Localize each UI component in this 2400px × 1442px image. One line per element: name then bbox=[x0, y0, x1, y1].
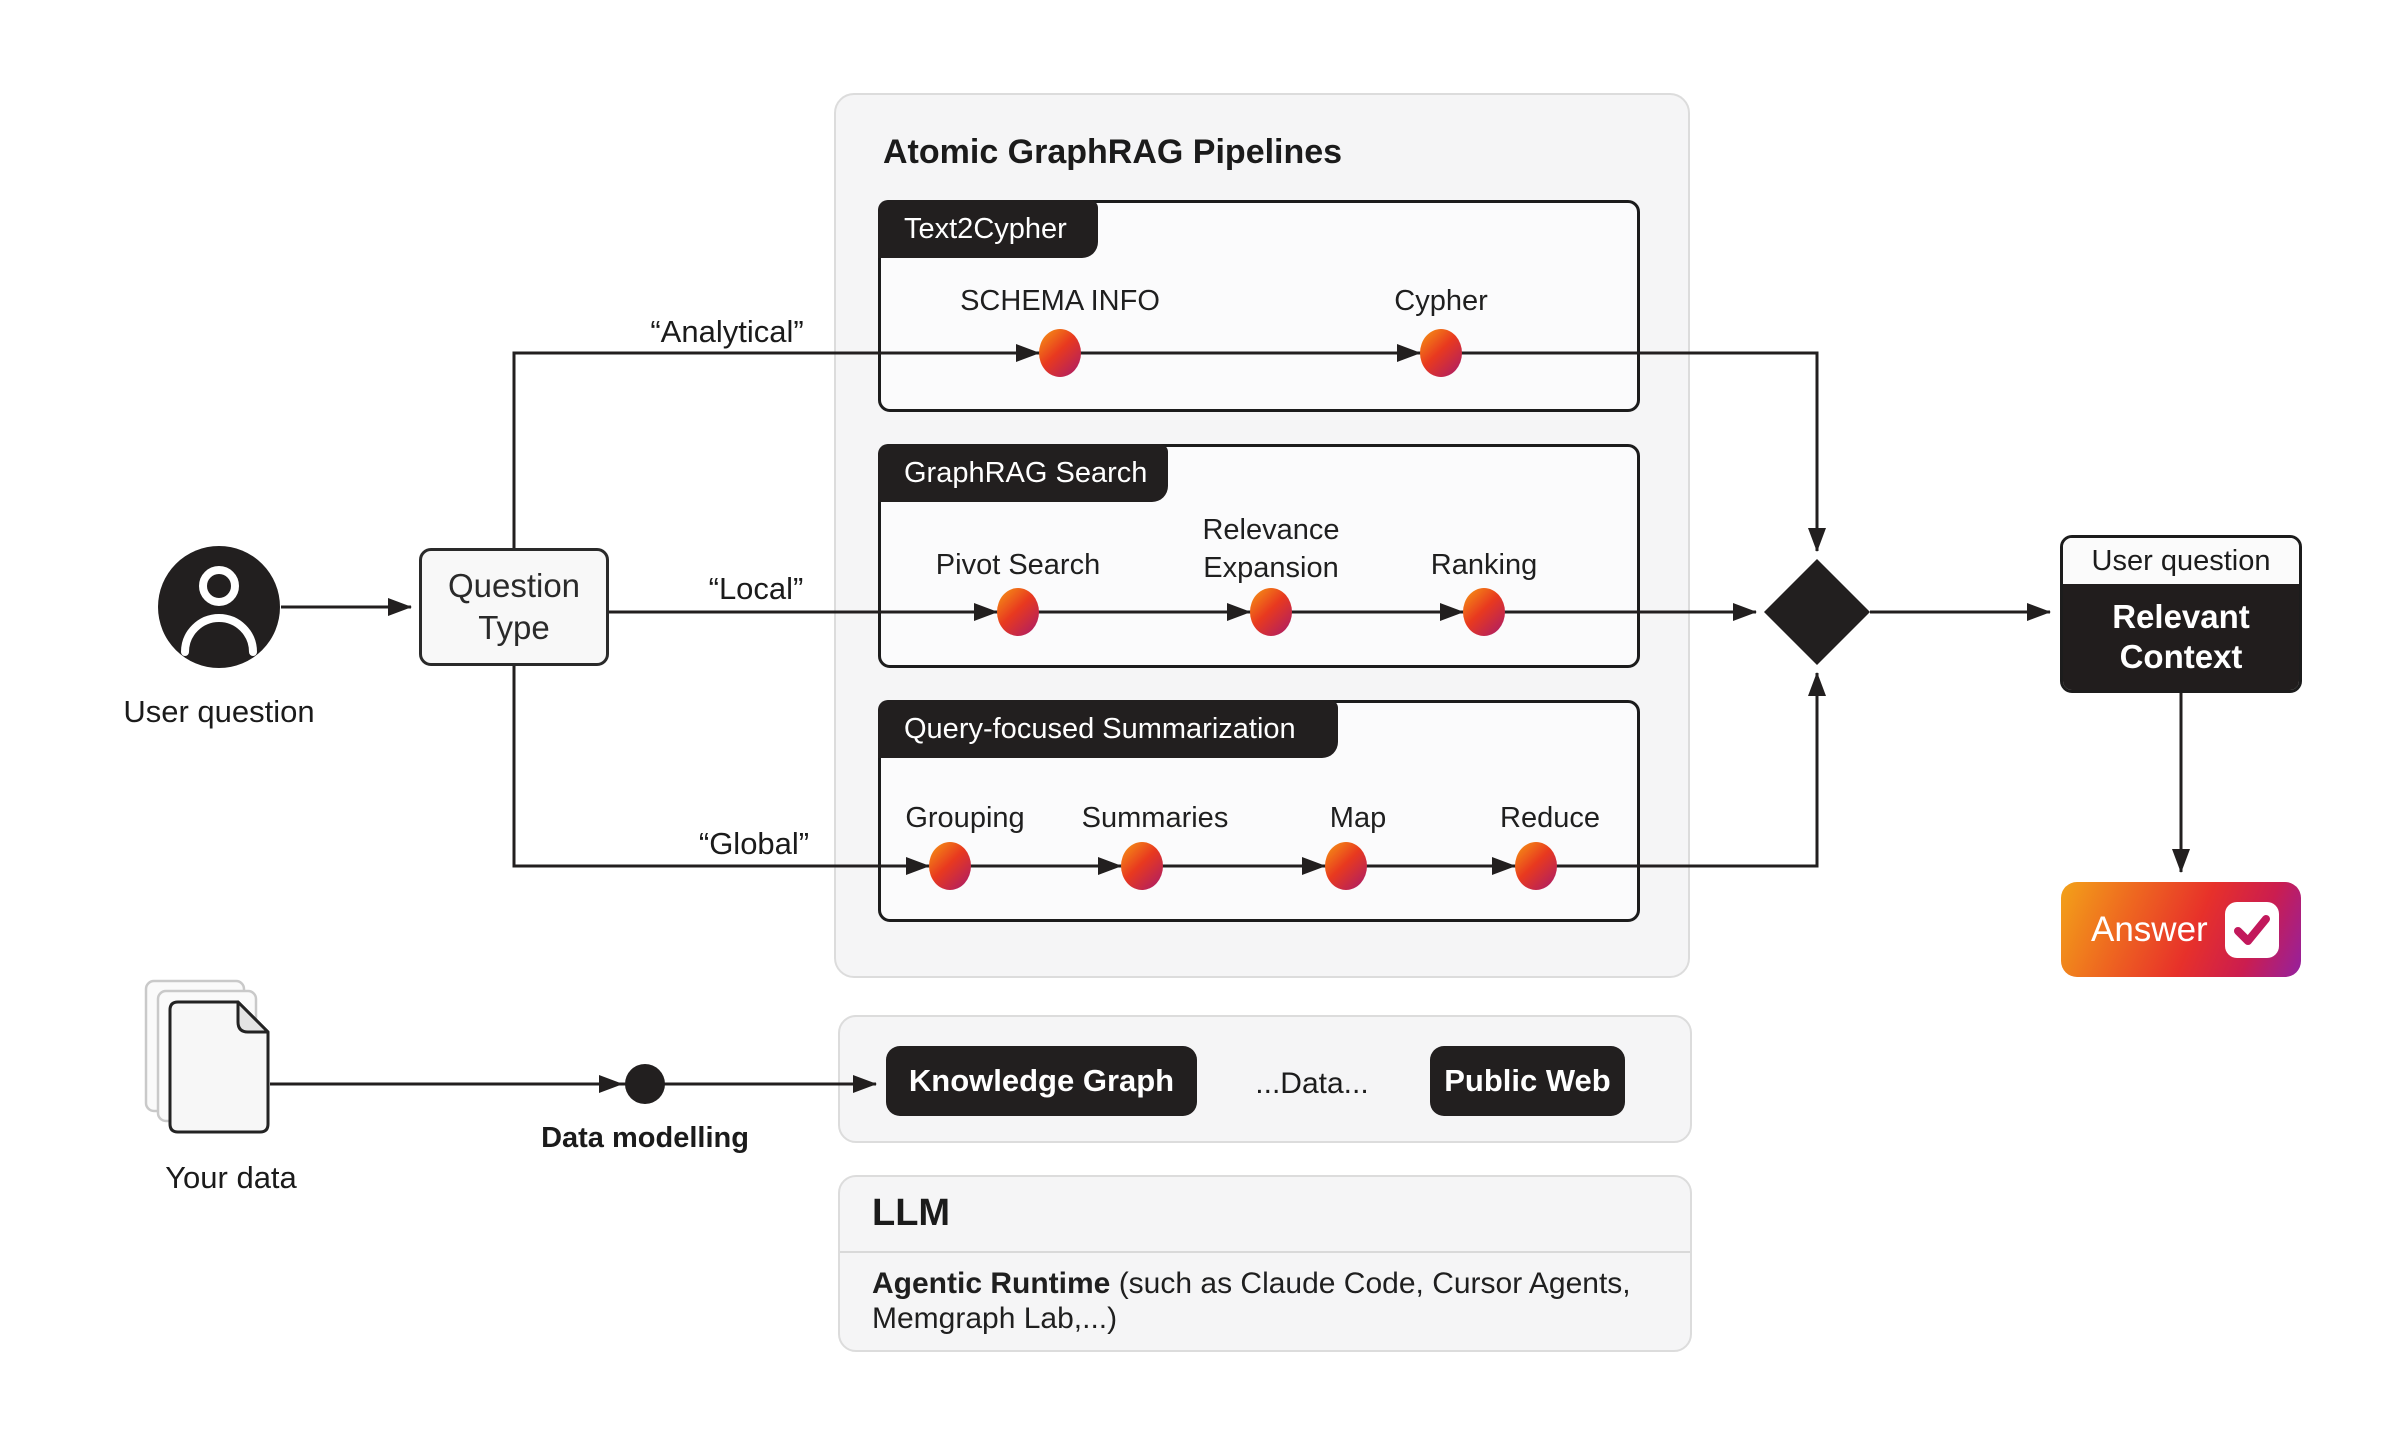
knowledge-graph-pill: Knowledge Graph bbox=[886, 1046, 1197, 1116]
question-type-line2: Type bbox=[478, 609, 550, 646]
llm-runtime-text: Agentic Runtime (such as Claude Code, Cu… bbox=[872, 1266, 1652, 1336]
step-summaries: Summaries bbox=[1081, 802, 1229, 834]
answer-label: Answer bbox=[2091, 909, 2208, 949]
llm-runtime-bold: Agentic Runtime bbox=[872, 1267, 1111, 1300]
context-header: User question bbox=[2063, 538, 2299, 584]
question-type-line1: Question bbox=[447, 567, 581, 604]
step-map: Map bbox=[1329, 802, 1387, 834]
public-web-pill: Public Web bbox=[1430, 1046, 1625, 1116]
data-modelling-node bbox=[625, 1064, 665, 1104]
text2cypher-tag: Text2Cypher bbox=[878, 200, 1098, 258]
branch-analytical-label: “Analytical” bbox=[650, 314, 804, 349]
data-ellipsis-label: ...Data... bbox=[1255, 1067, 1369, 1100]
step-pivot-search: Pivot Search bbox=[935, 549, 1101, 581]
step-relevance-expansion: Relevance Expansion bbox=[1202, 514, 1340, 584]
branch-global-label: “Global” bbox=[698, 826, 810, 861]
question-type-node: Question Type bbox=[419, 548, 609, 666]
llm-title: LLM bbox=[872, 1192, 951, 1234]
step-ranking: Ranking bbox=[1430, 549, 1538, 581]
answer-node: Answer bbox=[2061, 882, 2301, 977]
llm-panel bbox=[838, 1175, 1692, 1352]
branch-local-label: “Local” bbox=[708, 571, 804, 606]
llm-runtime-rest: (such as Claude Code, Cursor Agents, Mem… bbox=[872, 1267, 1631, 1335]
user-icon bbox=[158, 546, 280, 668]
step-schema-info: SCHEMA INFO bbox=[960, 285, 1160, 317]
user-question-label: User question bbox=[123, 694, 315, 729]
graphrag-search-tag: GraphRAG Search bbox=[878, 444, 1168, 502]
merge-diamond-icon bbox=[1764, 559, 1870, 665]
documents-icon bbox=[144, 979, 270, 1134]
checkmark-icon bbox=[2225, 901, 2279, 958]
your-data-label: Your data bbox=[165, 1160, 297, 1195]
pipelines-title: Atomic GraphRAG Pipelines bbox=[883, 133, 1343, 171]
qfs-tag: Query-focused Summarization bbox=[878, 700, 1338, 758]
step-cypher: Cypher bbox=[1394, 285, 1488, 317]
relevant-context-node: User question Relevant Context bbox=[2060, 535, 2302, 693]
llm-divider bbox=[840, 1251, 1690, 1253]
step-grouping: Grouping bbox=[905, 802, 1025, 834]
data-modelling-label: Data modelling bbox=[541, 1122, 749, 1154]
context-body: Relevant Context bbox=[2063, 584, 2299, 690]
step-reduce: Reduce bbox=[1500, 802, 1600, 834]
